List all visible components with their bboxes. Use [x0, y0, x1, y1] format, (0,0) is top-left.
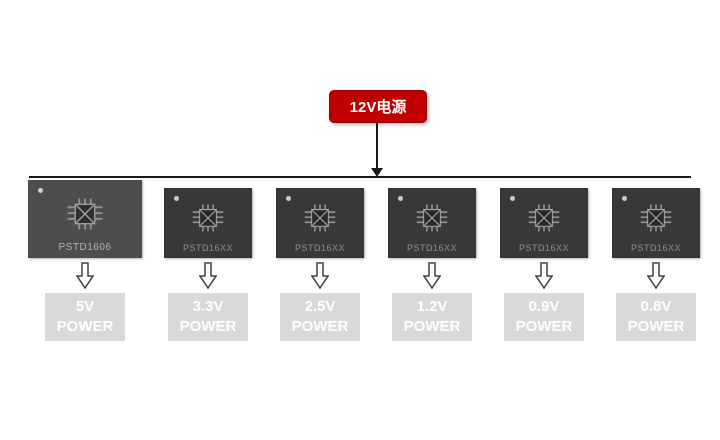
- output-power-box: 3.3V POWER: [168, 293, 248, 341]
- power-label: POWER: [403, 318, 461, 335]
- hollow-down-arrow-icon: [311, 262, 329, 290]
- chip-label: PSTD16XX: [518, 243, 570, 253]
- output-power-box: 1.2V POWER: [392, 293, 472, 341]
- output-power-box: 2.5V POWER: [280, 293, 360, 341]
- power-rail-column: PSTD16XX 3.3V POWER: [151, 180, 265, 341]
- output-power-box: 0.8V POWER: [616, 293, 696, 341]
- hollow-down-arrow-icon: [423, 262, 441, 290]
- voltage-label: 1.2V: [416, 297, 448, 315]
- hollow-down-arrow-icon: [535, 262, 553, 290]
- chip-label: PSTD16XX: [182, 243, 234, 253]
- chip-card: PSTD16XX: [612, 188, 700, 258]
- chip-label: PSTD16XX: [294, 243, 346, 253]
- output-power-box: 5V POWER: [45, 293, 125, 341]
- chip-label: PSTD16XX: [630, 243, 682, 253]
- chip-package-icon: [304, 204, 336, 232]
- distribution-rail-line: [29, 176, 691, 178]
- hollow-down-arrow-icon: [199, 262, 217, 290]
- chip-label: PSTD1606: [58, 242, 112, 253]
- chip-card: PSTD16XX: [276, 188, 364, 258]
- chip-package-icon: [192, 204, 224, 232]
- hollow-down-arrow-icon: [76, 262, 94, 290]
- output-power-box: 0.9V POWER: [504, 293, 584, 341]
- power-source-label: 12V电源: [349, 99, 407, 116]
- voltage-label: 0.9V: [528, 297, 560, 315]
- power-source-box: 12V电源: [329, 90, 427, 123]
- power-rail-column: PSTD1606 5V POWER: [28, 180, 142, 341]
- chip-package-icon: [416, 204, 448, 232]
- chip-card: PSTD16XX: [388, 188, 476, 258]
- power-rail-column: PSTD16XX 0.8V POWER: [599, 180, 713, 341]
- chip-card: PSTD16XX: [500, 188, 588, 258]
- hollow-down-arrow-icon: [647, 262, 665, 290]
- down-arrowhead-icon: [371, 168, 383, 177]
- chip-pin1-dot: [286, 196, 291, 201]
- chip-pin1-dot: [622, 196, 627, 201]
- power-rail-column: PSTD16XX 2.5V POWER: [263, 180, 377, 341]
- voltage-label: 2.5V: [304, 297, 336, 315]
- chip-card: PSTD16XX: [164, 188, 252, 258]
- power-label: POWER: [627, 318, 685, 335]
- power-label: POWER: [56, 318, 114, 335]
- chip-package-icon: [528, 204, 560, 232]
- chip-card: PSTD1606: [28, 180, 142, 258]
- voltage-label: 5V: [75, 297, 95, 315]
- chip-package-icon: [67, 198, 103, 230]
- chip-pin1-dot: [38, 188, 43, 193]
- voltage-label: 3.3V: [192, 297, 224, 315]
- power-label: POWER: [291, 318, 349, 335]
- power-rail-column: PSTD16XX 1.2V POWER: [375, 180, 489, 341]
- chip-pin1-dot: [174, 196, 179, 201]
- voltage-label: 0.8V: [640, 297, 672, 315]
- chip-package-icon: [640, 204, 672, 232]
- power-label: POWER: [179, 318, 237, 335]
- chip-pin1-dot: [510, 196, 515, 201]
- chip-pin1-dot: [398, 196, 403, 201]
- power-label: POWER: [515, 318, 573, 335]
- chip-label: PSTD16XX: [406, 243, 458, 253]
- power-rail-column: PSTD16XX 0.9V POWER: [487, 180, 601, 341]
- source-connector-line: [376, 122, 378, 170]
